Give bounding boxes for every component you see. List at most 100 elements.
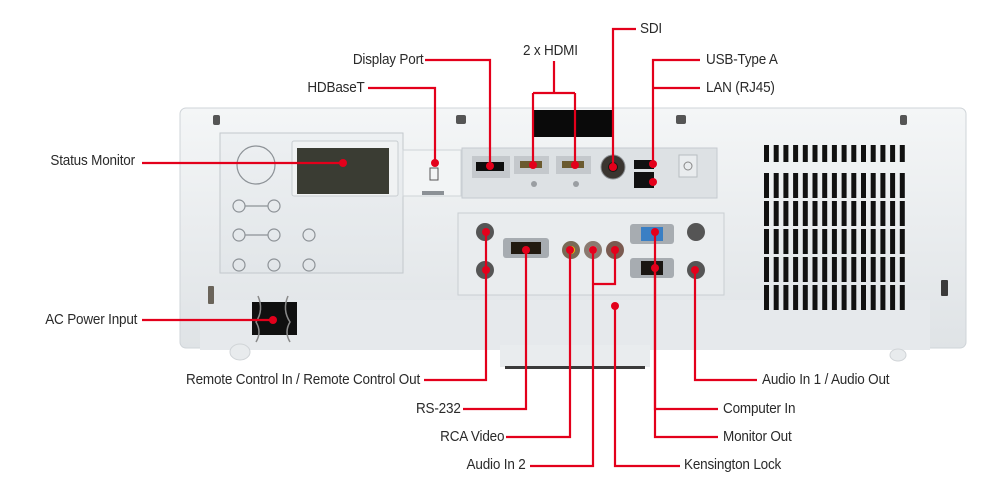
- vent-slot: [812, 257, 818, 282]
- leader-computer-in: [653, 232, 718, 411]
- label-audio-in-2: Audio In 2: [466, 456, 526, 473]
- dot-remote-control: [482, 228, 490, 236]
- vent-slot: [880, 173, 886, 198]
- dot-remote-control: [482, 266, 490, 274]
- dot-rs232: [522, 246, 530, 254]
- vent-slot: [880, 257, 886, 282]
- vent-slot: [899, 285, 905, 310]
- vent-slot: [870, 257, 876, 282]
- vent-slot: [812, 229, 818, 254]
- vent-slot: [899, 257, 905, 282]
- vent-slot: [880, 229, 886, 254]
- vent-slot: [773, 201, 779, 226]
- upper-port-panel: [461, 147, 718, 199]
- status-monitor-screen: [297, 148, 389, 194]
- dot-computer-in: [651, 228, 659, 236]
- label-rs232: RS-232: [416, 400, 461, 417]
- vent-slot: [899, 173, 905, 198]
- vent-slot: [802, 257, 808, 282]
- vent-slot: [764, 201, 769, 226]
- vent-slot: [851, 229, 857, 254]
- vent-slot: [793, 145, 799, 162]
- input-button[interactable]: [232, 258, 246, 272]
- dot-status-monitor: [339, 159, 347, 167]
- vent-slot: [793, 201, 799, 226]
- vent-slot: [861, 257, 866, 282]
- leader-rs232: [463, 250, 528, 411]
- function-button[interactable]: [302, 228, 316, 242]
- vent-slot: [841, 285, 847, 310]
- leader-sdi: [611, 27, 636, 167]
- vent-slot: [899, 229, 905, 254]
- vent-slot: [890, 257, 896, 282]
- vent-slot: [880, 145, 886, 162]
- vent-slot: [793, 285, 799, 310]
- vent-slot: [783, 201, 789, 226]
- dot-hdmi: [529, 161, 537, 169]
- vent-slot: [890, 229, 896, 254]
- vent-slot: [870, 145, 876, 162]
- vent-slot: [870, 173, 876, 198]
- vent-slot: [783, 229, 789, 254]
- vent-slot: [831, 229, 837, 254]
- vent-slot: [793, 229, 799, 254]
- label-monitor-out: Monitor Out: [723, 428, 792, 445]
- vent-slot: [764, 285, 769, 310]
- vent-slot: [831, 173, 837, 198]
- label-status-monitor: Status Monitor: [50, 152, 135, 169]
- vent-slot: [841, 173, 847, 198]
- vent-slot: [851, 201, 857, 226]
- label-hdmi: 2 x HDMI: [523, 42, 578, 59]
- vent-slot: [861, 229, 866, 254]
- label-sdi: SDI: [640, 20, 662, 37]
- label-display-port: Display Port: [352, 51, 423, 68]
- vent-slot: [880, 201, 886, 226]
- dot-audio-in-2: [589, 246, 597, 254]
- vent-slot: [802, 285, 808, 310]
- menu-dial[interactable]: [236, 145, 276, 185]
- standby-button[interactable]: [302, 258, 316, 272]
- dot-audio-in-2: [611, 246, 619, 254]
- vent-slot: [822, 201, 828, 226]
- label-kensington: Kensington Lock: [684, 456, 782, 473]
- vent-slot: [812, 173, 818, 198]
- dot-sdi: [609, 163, 617, 171]
- vent-slot: [831, 257, 837, 282]
- vent-slot: [812, 285, 818, 310]
- leader-display-port: [425, 58, 492, 166]
- vent-slot: [890, 285, 896, 310]
- dot-kensington: [611, 302, 619, 310]
- label-audio-in-1: Audio In 1 / Audio Out: [762, 371, 890, 388]
- vent-slot: [851, 173, 857, 198]
- vent-slot: [764, 229, 769, 254]
- leader-usb-type-a: [651, 58, 700, 168]
- leader-audio-in-2: [530, 250, 617, 468]
- vent-slot: [783, 145, 789, 162]
- leader-hdmi: [531, 61, 577, 165]
- vent-slot: [890, 201, 896, 226]
- vent-slot: [861, 201, 866, 226]
- dot-display-port: [486, 162, 494, 170]
- label-lan: LAN (RJ45): [706, 79, 775, 96]
- usb-port: [634, 160, 654, 169]
- vent-slot: [764, 145, 769, 162]
- vent-slot: [870, 285, 876, 310]
- vent-slot: [793, 257, 799, 282]
- label-usb-type-a: USB-Type A: [706, 51, 778, 68]
- vent-slot: [802, 229, 808, 254]
- label-remote-control: Remote Control In / Remote Control Out: [185, 371, 420, 388]
- vent-slot: [861, 145, 866, 162]
- vent-slot: [773, 285, 779, 310]
- vent-slot: [831, 145, 837, 162]
- vent-slot: [802, 201, 808, 226]
- dot-lan: [649, 178, 657, 186]
- vent-slot: [773, 229, 779, 254]
- control-panel: [219, 132, 404, 274]
- leader-remote-control: [424, 232, 488, 382]
- shutter-button[interactable]: [267, 258, 281, 272]
- vent-slot: [890, 145, 896, 162]
- vent-slot: [822, 229, 828, 254]
- label-rca-video: RCA Video: [439, 428, 504, 445]
